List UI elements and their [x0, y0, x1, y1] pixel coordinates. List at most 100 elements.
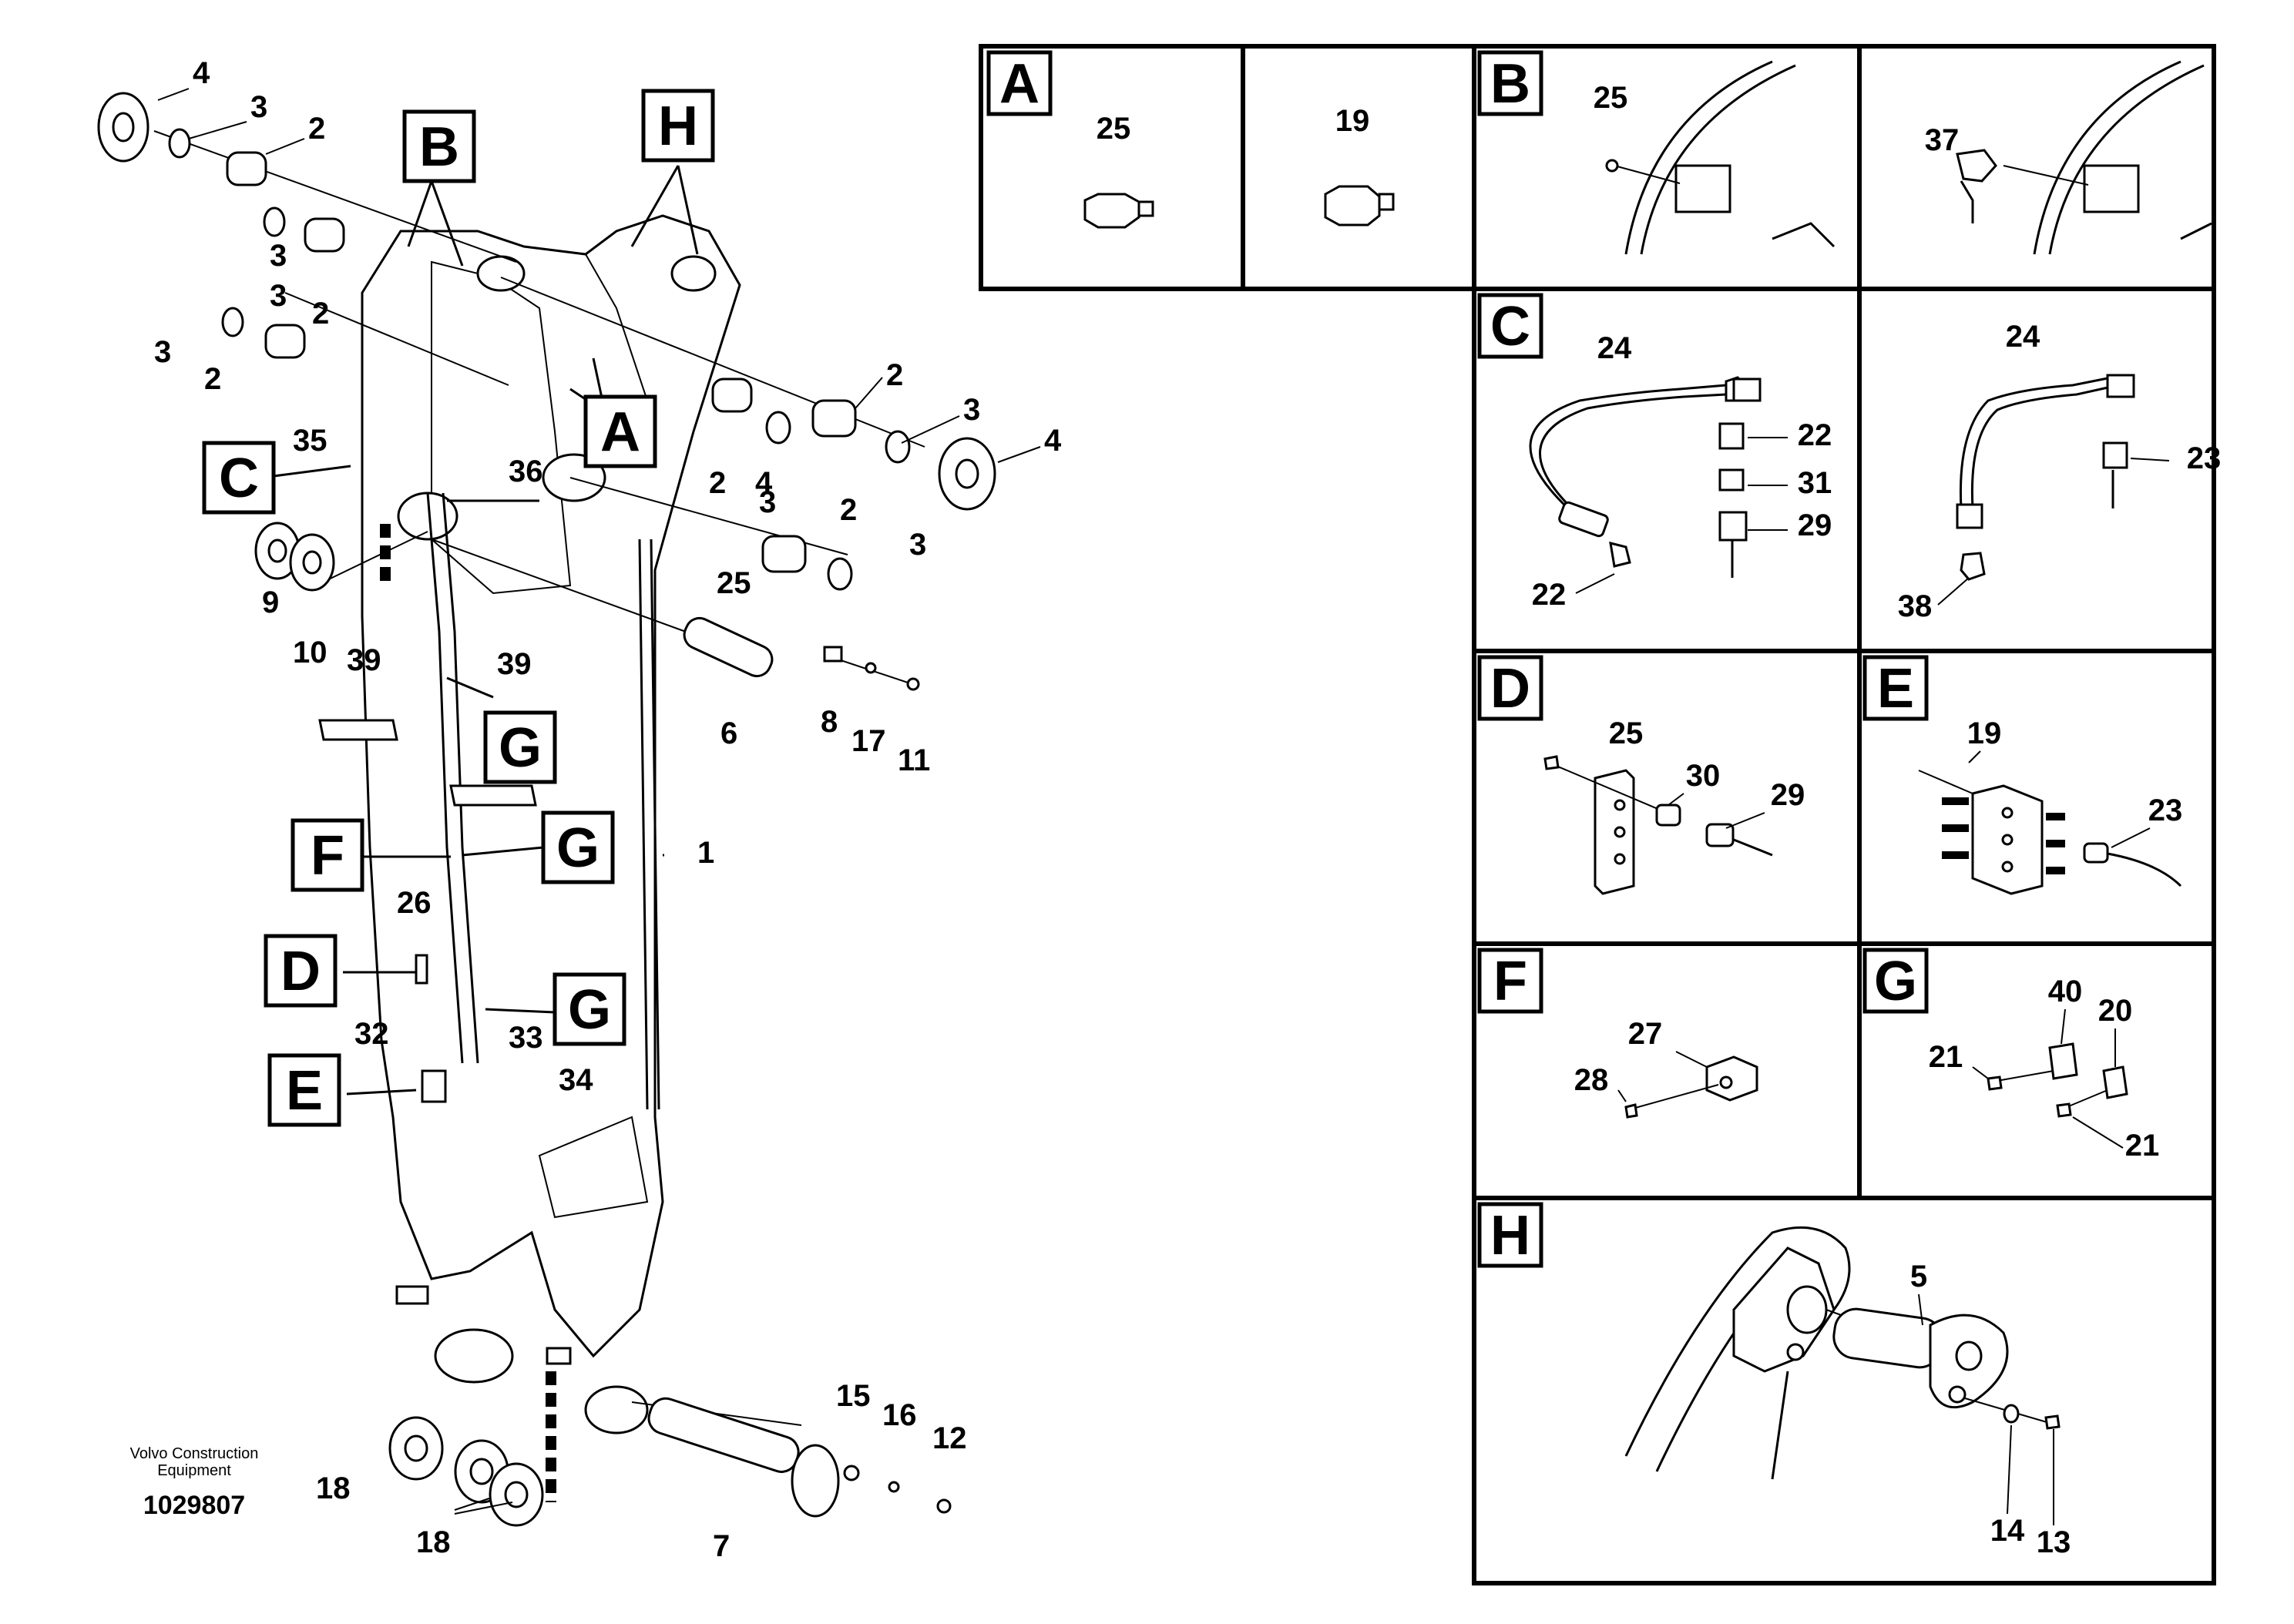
svg-text:1029807: 1029807 [143, 1491, 245, 1520]
svg-text:24: 24 [2006, 320, 2040, 354]
svg-text:38: 38 [1898, 589, 1933, 623]
svg-text:24: 24 [1597, 331, 1632, 365]
svg-text:35: 35 [293, 424, 327, 458]
svg-text:33: 33 [509, 1021, 543, 1055]
svg-text:22: 22 [1532, 578, 1567, 612]
pin-7 [647, 1397, 800, 1473]
svg-text:D: D [280, 941, 321, 1002]
svg-text:39: 39 [497, 647, 532, 681]
svg-text:E: E [1877, 658, 1914, 720]
panel-F: F 27 28 [1477, 948, 1758, 1119]
svg-text:D: D [1490, 658, 1530, 720]
panel-A1: A 25 [986, 50, 1154, 229]
svg-text:21: 21 [1929, 1040, 1963, 1074]
loose-parts [97, 92, 996, 1527]
panel-G: G 40 20 21 21 [1862, 948, 2160, 1163]
callout-F[interactable]: F [291, 818, 364, 892]
svg-text:4: 4 [193, 56, 210, 90]
svg-text:27: 27 [1628, 1017, 1663, 1051]
callout-E[interactable]: E [267, 1053, 341, 1127]
svg-text:Equipment: Equipment [157, 1462, 231, 1479]
svg-text:23: 23 [2187, 441, 2222, 475]
svg-text:11: 11 [898, 743, 930, 777]
bushing-2 [226, 151, 267, 186]
callout-D[interactable]: D [264, 934, 338, 1008]
callout-G-1[interactable]: G [483, 710, 557, 784]
svg-text:26: 26 [397, 886, 432, 920]
svg-text:G: G [499, 717, 542, 779]
callout-B[interactable]: B [402, 109, 476, 183]
svg-text:29: 29 [1798, 508, 1832, 542]
panel-E: E 19 23 [1862, 655, 2183, 895]
svg-text:22: 22 [1798, 418, 1832, 452]
callout-leaders [273, 165, 699, 1096]
svg-text:A: A [999, 53, 1040, 115]
svg-text:3: 3 [270, 239, 287, 273]
svg-text:3: 3 [250, 90, 267, 124]
svg-text:7: 7 [713, 1529, 730, 1563]
callout-H[interactable]: H [641, 89, 715, 163]
svg-text:14: 14 [1990, 1514, 2025, 1548]
svg-text:25: 25 [1594, 81, 1628, 115]
svg-text:3: 3 [759, 485, 776, 519]
svg-text:39: 39 [347, 643, 381, 677]
callout-A[interactable]: A [583, 394, 657, 468]
svg-text:B: B [419, 116, 459, 178]
svg-text:3: 3 [963, 393, 980, 427]
callout-boxes: B H A C G F G D [202, 89, 715, 1127]
svg-text:37: 37 [1925, 123, 1960, 157]
svg-text:29: 29 [1771, 778, 1805, 812]
svg-text:15: 15 [836, 1379, 871, 1413]
svg-text:F: F [311, 825, 344, 887]
svg-text:28: 28 [1574, 1063, 1609, 1097]
svg-text:18: 18 [316, 1471, 351, 1505]
panel-C1: C 24 22 31 29 22 [1477, 293, 1832, 612]
svg-text:3: 3 [909, 528, 926, 562]
svg-text:1: 1 [697, 836, 714, 870]
panel-B1: B 25 [1477, 50, 1836, 255]
pin-6 [683, 616, 774, 678]
panel-H: H 5 14 13 [1477, 1202, 2071, 1559]
svg-text:4: 4 [755, 466, 773, 500]
svg-text:6: 6 [720, 716, 737, 750]
svg-text:25: 25 [1097, 112, 1131, 146]
svg-text:18: 18 [416, 1525, 451, 1559]
svg-text:2: 2 [312, 297, 329, 331]
svg-text:17: 17 [851, 724, 886, 758]
callout-G-2[interactable]: G [541, 810, 615, 884]
svg-text:E: E [286, 1060, 323, 1122]
svg-text:20: 20 [2098, 994, 2133, 1028]
boom-arm-body [361, 214, 741, 1358]
panel-A2: 19 [1324, 104, 1395, 226]
svg-text:2: 2 [204, 362, 221, 396]
svg-text:9: 9 [262, 586, 279, 619]
panel-C2: 24 23 38 [1898, 320, 2222, 623]
svg-text:B: B [1490, 53, 1530, 115]
svg-text:34: 34 [559, 1063, 593, 1097]
panel-B2: 37 [1925, 60, 2212, 255]
svg-text:Volvo Construction: Volvo Construction [130, 1445, 259, 1462]
svg-text:21: 21 [2125, 1129, 2160, 1163]
credit-block: Volvo Construction Equipment 1029807 [130, 1445, 259, 1520]
callout-C[interactable]: C [202, 441, 276, 515]
svg-text:H: H [1490, 1205, 1530, 1267]
svg-text:40: 40 [2048, 975, 2083, 1008]
svg-text:F: F [1493, 951, 1527, 1012]
svg-text:C: C [1490, 296, 1530, 357]
svg-text:25: 25 [1609, 716, 1644, 750]
svg-text:2: 2 [840, 493, 857, 527]
svg-text:19: 19 [1335, 104, 1370, 138]
main-part-labels: 4 3 2 3 2 3 3 2 2 3 4 4 2 3 2 3 25 35 36… [154, 56, 1062, 1563]
svg-text:16: 16 [882, 1398, 917, 1432]
svg-text:G: G [568, 979, 611, 1041]
svg-text:23: 23 [2148, 794, 2183, 827]
svg-text:30: 30 [1686, 759, 1721, 793]
svg-text:2: 2 [886, 358, 903, 392]
svg-text:G: G [1874, 951, 1917, 1012]
svg-text:10: 10 [293, 636, 327, 669]
svg-text:G: G [556, 817, 600, 879]
svg-text:32: 32 [354, 1017, 389, 1051]
callout-G-3[interactable]: G [553, 972, 626, 1046]
